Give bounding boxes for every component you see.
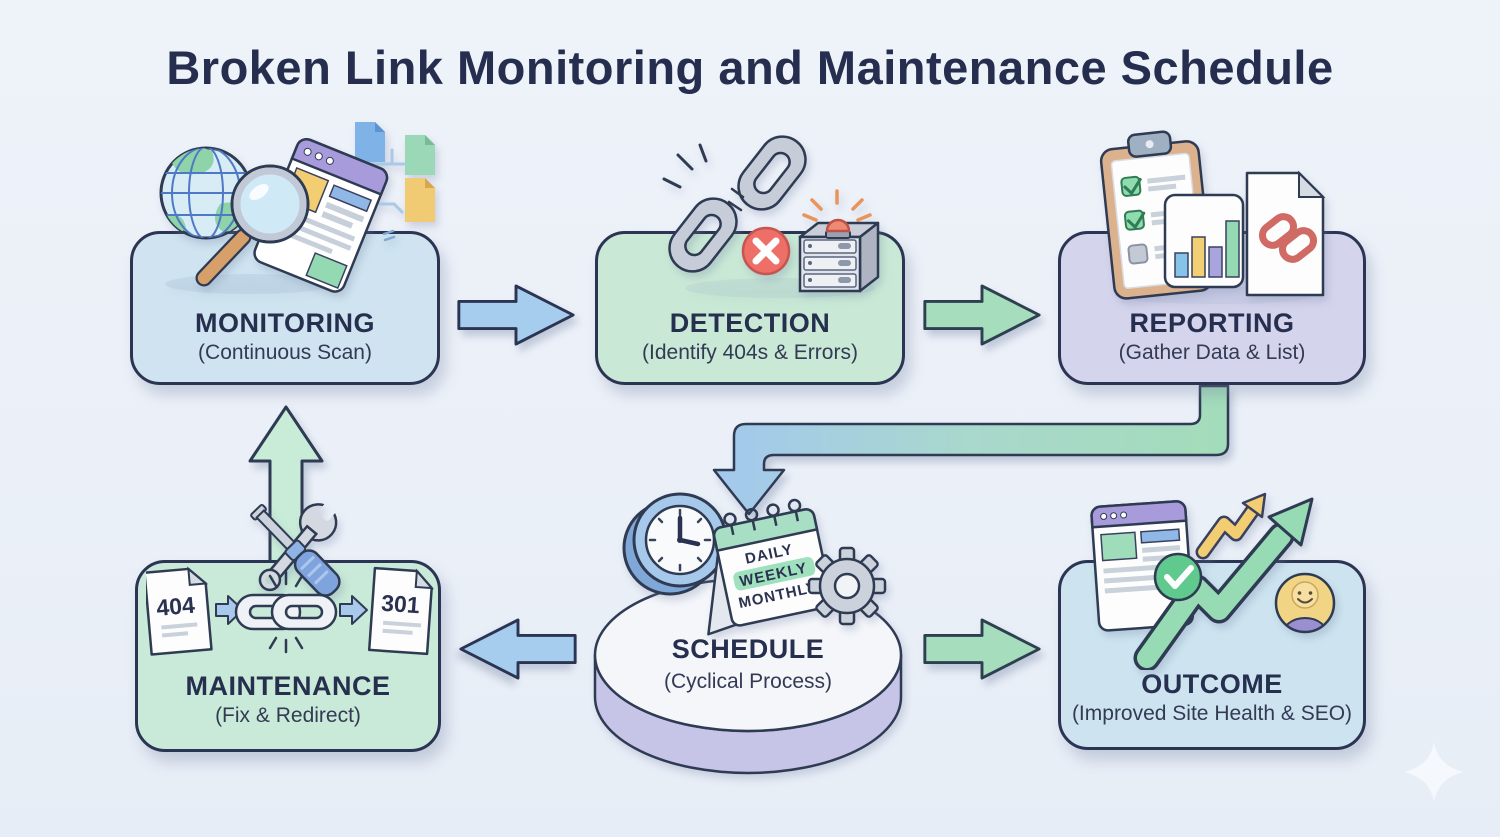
detection-icon-cluster bbox=[662, 135, 880, 298]
arrow-schedule-to-maintenance bbox=[459, 618, 577, 680]
spiral-coils bbox=[723, 498, 802, 536]
mini-trend-arrow-icon bbox=[1195, 492, 1267, 560]
monitoring-label: MONITORING bbox=[195, 308, 375, 338]
detection-sublabel: (Identify 404s & Errors) bbox=[642, 341, 858, 364]
schedule-sublabel: (Cyclical Process) bbox=[663, 670, 833, 693]
bar-chart-icon bbox=[1163, 193, 1245, 289]
broken-chain-icon bbox=[662, 135, 807, 273]
user-avatar-icon bbox=[1274, 572, 1336, 634]
detection-label: DETECTION bbox=[669, 308, 831, 338]
magnifier-icon bbox=[195, 164, 310, 287]
server-alert-icon bbox=[798, 189, 880, 293]
link-document-icon bbox=[1245, 170, 1326, 297]
reporting-sublabel: (Gather Data & List) bbox=[1118, 341, 1306, 364]
reporting-icon-cluster bbox=[1099, 130, 1326, 304]
tools-icon bbox=[250, 503, 341, 597]
small-right-arrow-icon bbox=[339, 595, 368, 625]
screwdriver-icon bbox=[250, 503, 341, 597]
monitoring-icon-cluster bbox=[159, 122, 435, 294]
monitoring-sublabel: (Continuous Scan) bbox=[198, 341, 372, 364]
schedule-label: SCHEDULE bbox=[671, 634, 825, 664]
doc-301-icon: 301 bbox=[367, 566, 435, 656]
maintenance-sublabel: (Fix & Redirect) bbox=[215, 704, 361, 727]
schedule-icon-cluster: DAILY WEEKLY MONTHLY bbox=[622, 492, 887, 636]
break-spark-lines bbox=[662, 143, 708, 189]
redirect-flow-icon: 404 301 bbox=[146, 566, 435, 656]
doc-301-text: 301 bbox=[380, 590, 420, 619]
sparkle-icon bbox=[1404, 742, 1464, 802]
calendar-icon: DAILY WEEKLY MONTHLY bbox=[707, 498, 833, 636]
outcome-label: OUTCOME bbox=[1141, 669, 1283, 699]
page-title: Broken Link Monitoring and Maintenance S… bbox=[166, 41, 1334, 94]
reporting-label: REPORTING bbox=[1129, 308, 1295, 338]
arrow-monitoring-to-detection bbox=[457, 284, 575, 346]
weekly-highlight-pill bbox=[733, 557, 816, 591]
arrow-detection-to-reporting bbox=[923, 284, 1041, 346]
gear-icon bbox=[807, 546, 887, 626]
doc-404-icon: 404 bbox=[146, 566, 213, 656]
error-x-icon bbox=[741, 226, 791, 276]
doc-404-text: 404 bbox=[155, 592, 196, 621]
growth-arrow-icon bbox=[1133, 497, 1314, 670]
maintenance-label: MAINTENANCE bbox=[185, 671, 391, 701]
outcome-sublabel: (Improved Site Health & SEO) bbox=[1071, 702, 1353, 725]
arrow-schedule-to-outcome bbox=[923, 618, 1041, 680]
website-card-icon bbox=[1090, 500, 1195, 632]
clock-icon bbox=[622, 492, 728, 596]
chain-link-icon bbox=[234, 570, 338, 654]
data-files-icon bbox=[334, 122, 435, 242]
globe-icon bbox=[159, 146, 253, 240]
reporting-to-schedule-elbow-arrow bbox=[712, 384, 1230, 516]
alert-lamp bbox=[825, 218, 851, 233]
outcome-icon-cluster bbox=[1090, 492, 1336, 670]
check-circle-icon bbox=[1153, 552, 1203, 602]
